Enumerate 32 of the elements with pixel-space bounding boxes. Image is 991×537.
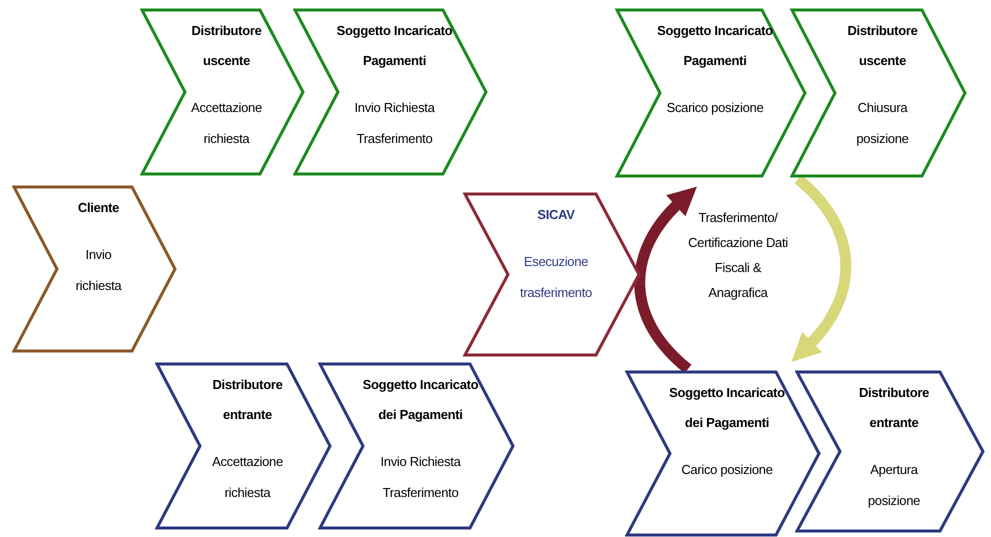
curved-arrow bbox=[634, 186, 696, 374]
cycle-label: Trasferimento/ Certificazione Dati Fiscali & Anagrafica bbox=[688, 205, 788, 305]
step-description: Accettazione richiesta bbox=[211, 453, 284, 502]
step-title: Distributore entrante bbox=[858, 384, 930, 432]
chevron-step bbox=[795, 370, 985, 533]
step-description: Scarico posizione bbox=[666, 99, 764, 117]
step-description: Carico posizione bbox=[681, 461, 773, 479]
step-title: Cliente bbox=[78, 199, 120, 217]
chevron-step bbox=[155, 362, 332, 530]
step-description: Invio richiesta bbox=[74, 246, 123, 295]
step-description: Esecuzione trasferimento bbox=[519, 253, 593, 302]
chevron-step bbox=[625, 370, 821, 537]
step-title: Soggetto Incaricato dei Pagamenti bbox=[362, 376, 480, 424]
chevron-step bbox=[293, 8, 488, 176]
step-description: Invio Richiesta Trasferimento bbox=[379, 453, 462, 502]
chevron-step bbox=[318, 362, 515, 530]
chevron-step bbox=[140, 8, 305, 176]
chevron-step bbox=[615, 8, 807, 178]
step-description: Apertura posizione bbox=[866, 461, 922, 510]
step-title: Soggetto Incaricato dei Pagamenti bbox=[668, 384, 786, 432]
step-title: Distributore uscente bbox=[190, 22, 263, 70]
chevron-step bbox=[790, 8, 967, 178]
step-title: Distributore entrante bbox=[211, 376, 284, 424]
step-title: Soggetto Incaricato Pagamenti bbox=[656, 22, 774, 70]
step-title: SICAV bbox=[537, 206, 575, 224]
step-description: Accettazione richiesta bbox=[190, 99, 263, 148]
step-title: Soggetto Incaricato Pagamenti bbox=[336, 22, 454, 70]
chevron-step bbox=[12, 185, 177, 353]
step-title: Distributore uscente bbox=[846, 22, 919, 70]
step-description: Invio Richiesta Trasferimento bbox=[353, 99, 436, 148]
chevron-step bbox=[463, 192, 641, 357]
step-description: Chiusura posizione bbox=[855, 99, 910, 148]
